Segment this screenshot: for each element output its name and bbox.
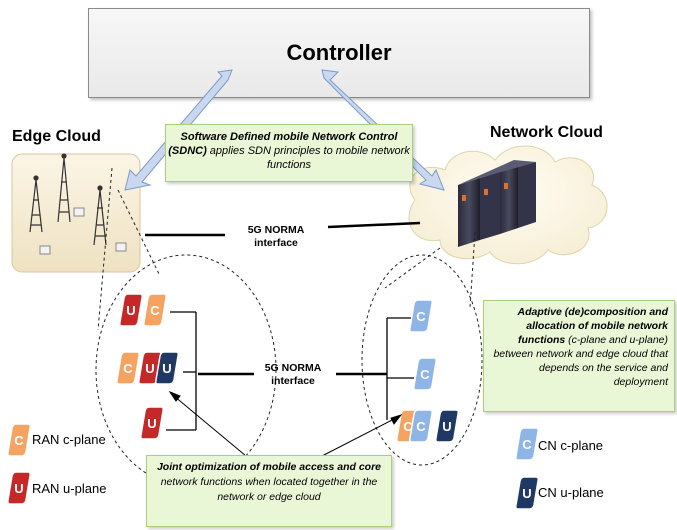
cn-u-plane-block: U — [435, 409, 459, 443]
network-functions-ellipse — [361, 254, 483, 466]
cn-u-plane-block: U — [515, 476, 539, 510]
joint-callout-arrows — [168, 390, 403, 457]
legend-ran-u-label: RAN u-plane — [32, 481, 107, 496]
sdnc-callout-text: applies SDN principles to mobile network… — [206, 145, 410, 171]
adaptive-callout-text: (c-plane and u-plane) between network an… — [493, 334, 668, 388]
ran-u-plane-block: U — [119, 293, 143, 327]
joint-callout: Joint optimization of mobile access and … — [146, 455, 392, 527]
joint-callout-text: network functions when located together … — [160, 476, 378, 503]
block-letter: U — [522, 486, 531, 501]
interface-label-top: 5G NORMA interface — [224, 224, 328, 250]
edge-function-brackets — [166, 311, 197, 431]
block-letter: U — [162, 361, 171, 376]
interface-line-1: 5G NORMA — [247, 224, 305, 236]
ran-u-plane-block: U — [7, 471, 31, 505]
cn-c-plane-block: C — [413, 357, 437, 391]
server-rack-icon — [458, 160, 536, 247]
legend-ran-c-label: RAN c-plane — [32, 432, 106, 447]
block-letter: C — [403, 419, 413, 434]
edge-functions-ellipse — [95, 254, 277, 486]
cell-tower-icon — [29, 153, 107, 246]
block-letter: U — [126, 303, 135, 318]
ran-c-plane-block: C — [143, 293, 167, 327]
network-function-brackets — [386, 317, 414, 420]
interface-label-middle: 5G NORMA interface — [248, 362, 338, 388]
controller-box — [88, 8, 590, 98]
adaptive-callout-bold: Adaptive (de)composition and allocation … — [517, 306, 668, 346]
ran-u-plane-block: U — [140, 406, 164, 440]
cn-c-plane-block: C — [409, 409, 433, 443]
block-letter: U — [145, 361, 154, 376]
block-letter: C — [420, 367, 430, 382]
legend-cn-u-label: CN u-plane — [538, 485, 604, 500]
network-cloud-label: Network Cloud — [490, 124, 603, 141]
interface-line-1: 5G NORMA — [264, 362, 322, 374]
joint-callout-bold: Joint optimization of mobile access and … — [156, 461, 382, 473]
controller-label: Controller — [286, 40, 392, 65]
cn-c-plane-block: C — [515, 427, 539, 461]
block-letter: C — [416, 419, 426, 434]
edge-cloud-label: Edge Cloud — [12, 128, 101, 145]
block-letter: U — [147, 416, 156, 431]
block-letter: C — [14, 433, 24, 448]
ran-c-plane-block: C — [7, 423, 31, 457]
block-letter: U — [14, 481, 23, 496]
block-letter: C — [150, 303, 160, 318]
block-letter: C — [416, 309, 426, 324]
interface-line-2: interface — [271, 375, 315, 387]
block-letter: U — [442, 419, 451, 434]
adaptive-callout: Adaptive (de)composition and allocation … — [483, 300, 675, 412]
ran-c-plane-block: C — [116, 351, 140, 385]
block-letter: C — [123, 361, 133, 376]
sdnc-callout-bold: Software Defined mobile Network Control … — [168, 131, 398, 157]
block-letter: C — [522, 437, 532, 452]
sdnc-callout: Software Defined mobile Network Control … — [165, 124, 413, 182]
device-icon — [39, 207, 127, 255]
interface-line-2: interface — [254, 237, 298, 249]
cn-u-plane-block: U — [155, 351, 179, 385]
legend-cn-c-label: CN c-plane — [538, 438, 604, 453]
cn-c-plane-block: C — [409, 299, 433, 333]
